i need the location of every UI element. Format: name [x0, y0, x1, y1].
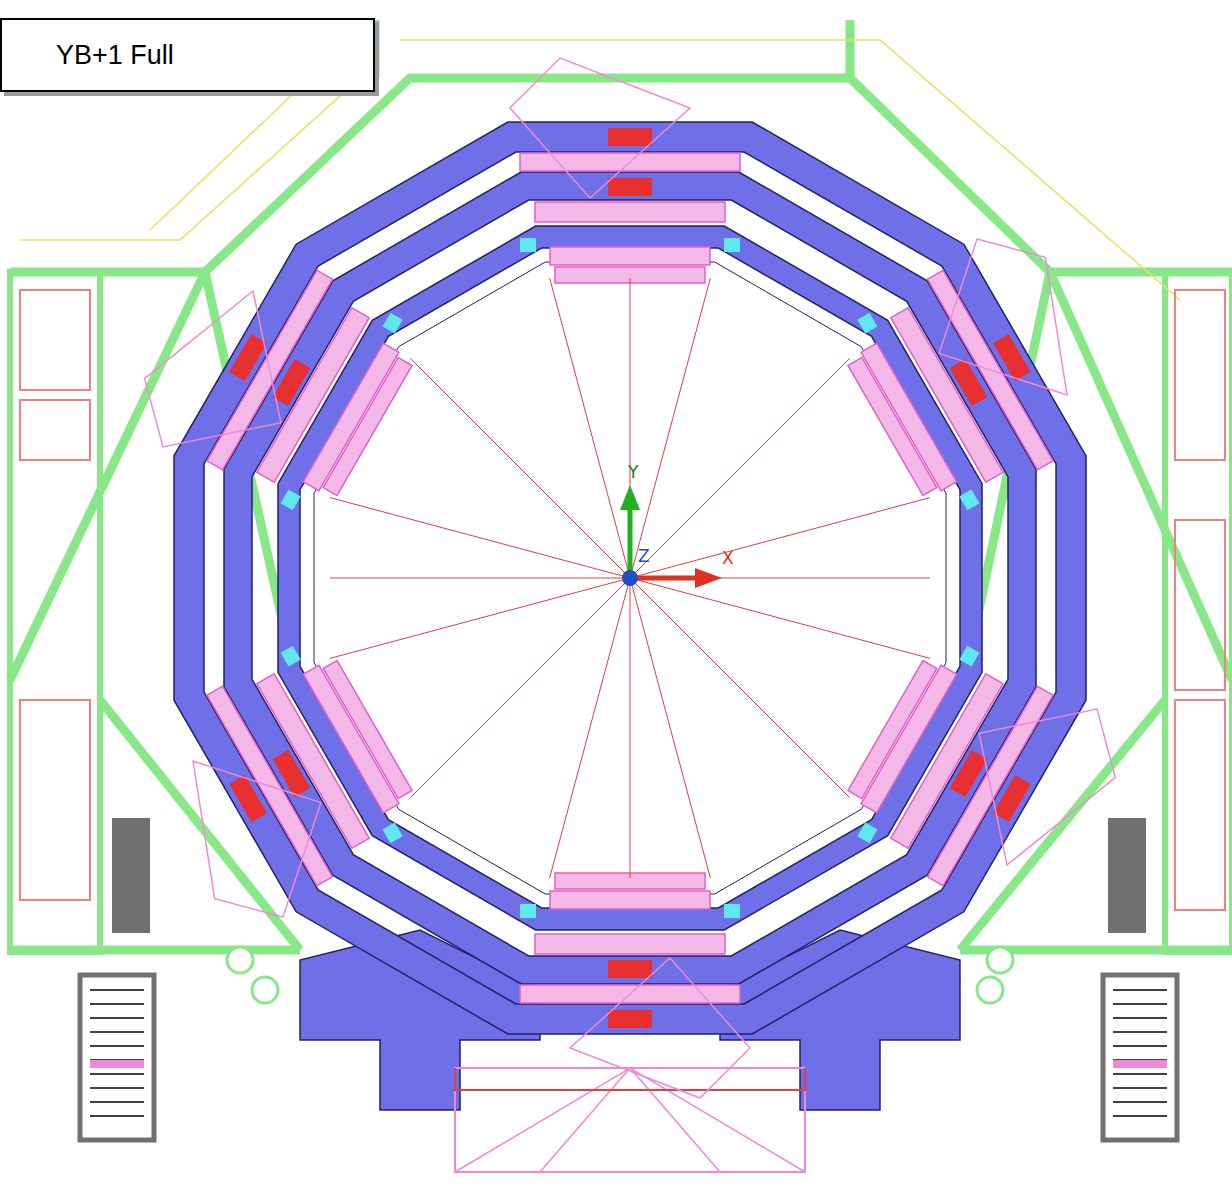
axis-label: Z — [638, 546, 650, 566]
yoke-rings — [174, 122, 1086, 1034]
muon-chambers — [120, 58, 1141, 1098]
sector-lines — [330, 278, 930, 878]
axis-label: Y — [628, 462, 638, 482]
axis-triad — [620, 485, 722, 588]
title-text: YB+1 Full — [56, 40, 373, 71]
title-box: YB+1 Full — [0, 18, 375, 92]
side-structures — [80, 818, 1177, 1140]
axis-label: X — [722, 548, 734, 568]
